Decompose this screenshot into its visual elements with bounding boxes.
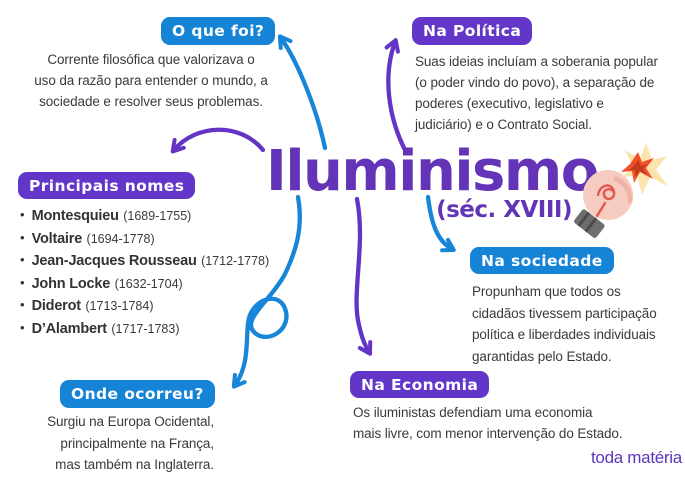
text-line: Os iluministas defendiam uma economia (353, 405, 593, 420)
lightbulb-spark-icon (572, 143, 668, 239)
text-na-sociedade: Propunham que todos os cidadãos tivessem… (472, 281, 682, 367)
badge-na-politica: Na Política (412, 17, 533, 45)
text-line: mas também na Inglaterra. (55, 457, 214, 472)
names-list: Montesquieu (1689-1755) Voltaire (1694-1… (20, 205, 270, 341)
person-dates: (1694-1778) (86, 231, 155, 246)
text-line: uso da razão para entender o mundo, a (34, 73, 268, 88)
person-dates: (1689-1755) (123, 209, 192, 223)
person-name: Jean-Jacques Rousseau (31, 253, 197, 270)
text-line: principalmente na França, (60, 435, 214, 451)
person-dates: (1713-1784) (85, 299, 154, 314)
text-line: cidadãos tivessem participação (472, 305, 657, 321)
text-line: garantidas pelo Estado. (472, 348, 612, 364)
text-na-economia: Os iluministas defendiam uma economia ma… (353, 402, 663, 444)
page-title: Iluminismo (266, 139, 599, 204)
person-dates: (1712-1778) (201, 254, 270, 269)
text-line: política e liberdades individuais (472, 327, 656, 342)
text-line: Surgiu na Europa Ocidental, (47, 414, 214, 429)
badge-na-economia: Na Economia (350, 371, 490, 398)
list-item: Montesquieu (1689-1755) (20, 205, 269, 228)
list-item: Voltaire (1694-1778) (20, 228, 269, 251)
arrow-to-na-politica (384, 38, 407, 151)
text-line: mais livre, com menor intervenção do Est… (353, 426, 623, 441)
list-item: John Locke (1632-1704) (20, 273, 269, 296)
page-subtitle: (séc. XVIII) (436, 197, 572, 223)
person-name: D’Alambert (31, 320, 108, 337)
text-line: poderes (executivo, legislativo e (415, 96, 604, 111)
text-line: Corrente filosófica que valorizava o (47, 52, 255, 67)
text-line: Suas ideias incluíam a soberania popular (415, 54, 658, 69)
person-dates: (1717-1783) (111, 321, 180, 336)
badge-na-sociedade: Na sociedade (470, 247, 614, 274)
toda-materia-logo: toda matéria (591, 448, 682, 467)
list-item: D’Alambert (1717-1783) (20, 318, 269, 341)
person-name: Montesquieu (31, 208, 119, 224)
text-na-politica: Suas ideias incluíam a soberania popular… (415, 51, 685, 135)
text-line: sociedade e resolver seus problemas. (39, 94, 263, 109)
list-item: Diderot (1713-1784) (20, 295, 269, 318)
badge-onde-ocorreu: Onde ocorreu? (60, 380, 215, 408)
arrow-to-principais-nomes (170, 127, 266, 154)
text-line: Propunham que todos os (472, 284, 621, 299)
badge-principais-nomes: Principais nomes (18, 172, 196, 199)
text-line: judiciário) e o Contrato Social. (415, 117, 592, 132)
person-name: John Locke (31, 275, 111, 292)
badge-o-que-foi: O que foi? (161, 17, 276, 45)
arrow-to-na-economia (354, 196, 373, 356)
person-name: Voltaire (31, 230, 83, 247)
text-o-que-foi: Corrente filosófica que valorizava o uso… (5, 49, 297, 112)
text-line: (o poder vindo do povo), a separação de (415, 75, 655, 90)
person-dates: (1632-1704) (114, 276, 183, 291)
person-name: Diderot (31, 298, 82, 315)
text-onde-ocorreu: Surgiu na Europa Ocidental, principalmen… (22, 411, 214, 476)
list-item: Jean-Jacques Rousseau (1712-1778) (20, 250, 270, 273)
